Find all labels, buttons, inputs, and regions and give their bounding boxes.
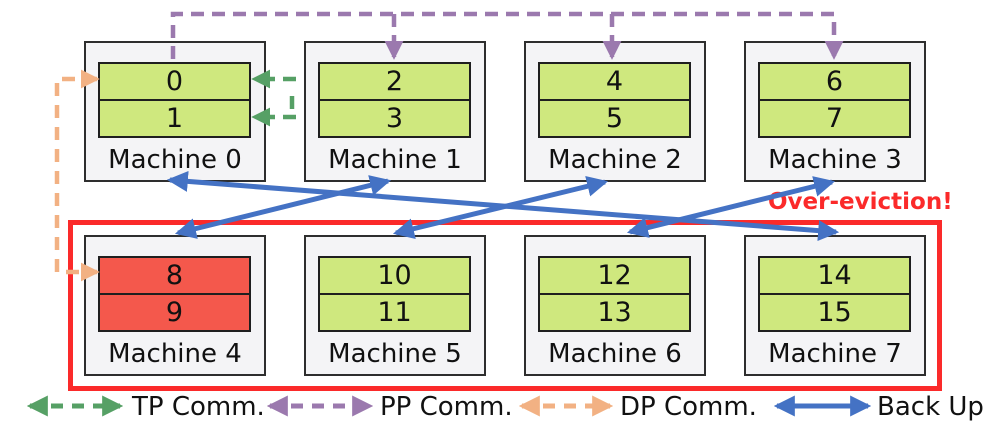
device-2: 2 — [318, 62, 471, 101]
machine-4-label: Machine 4 — [108, 339, 242, 369]
machine-3-label: Machine 3 — [768, 145, 902, 175]
legend-dp-label: DP Comm. — [620, 392, 757, 422]
device-4: 4 — [538, 62, 691, 101]
device-12: 12 — [538, 256, 691, 295]
device-13: 13 — [538, 293, 691, 332]
machine-1-devices: 2 3 — [318, 62, 471, 138]
machine-2: 4 5 Machine 2 — [524, 41, 706, 182]
device-1: 1 — [98, 99, 251, 138]
pp-comm-main-path — [170, 11, 844, 60]
device-7: 7 — [758, 99, 911, 138]
machine-2-label: Machine 2 — [548, 145, 682, 175]
machine-1-label: Machine 1 — [328, 145, 462, 175]
machine-7-label: Machine 7 — [768, 339, 902, 369]
pp-comm-arrows — [170, 11, 844, 60]
machine-7-devices: 14 15 — [758, 256, 911, 332]
machine-4-devices: 8 9 — [98, 256, 251, 332]
machine-0-devices: 0 1 — [98, 62, 251, 138]
machine-4: 8 9 Machine 4 — [84, 235, 266, 376]
machine-6-label: Machine 6 — [548, 339, 682, 369]
machine-6: 12 13 Machine 6 — [524, 235, 706, 376]
machine-1: 2 3 Machine 1 — [304, 41, 486, 182]
machine-5: 10 11 Machine 5 — [304, 235, 486, 376]
legend-backup-label: Back Up — [877, 392, 984, 422]
machine-0: 0 1 Machine 0 — [84, 41, 266, 182]
machine-7: 14 15 Machine 7 — [744, 235, 926, 376]
machine-2-devices: 4 5 — [538, 62, 691, 138]
machine-5-devices: 10 11 — [318, 256, 471, 332]
device-15: 15 — [758, 293, 911, 332]
legend-pp-label: PP Comm. — [380, 392, 513, 422]
over-eviction-label: Over-eviction! — [768, 189, 953, 215]
device-5: 5 — [538, 99, 691, 138]
device-9: 9 — [98, 293, 251, 332]
machine-3: 6 7 Machine 3 — [744, 41, 926, 182]
machine-6-devices: 12 13 — [538, 256, 691, 332]
device-0: 0 — [98, 62, 251, 101]
device-11: 11 — [318, 293, 471, 332]
device-14: 14 — [758, 256, 911, 295]
machine-3-devices: 6 7 — [758, 62, 911, 138]
device-6: 6 — [758, 62, 911, 101]
device-10: 10 — [318, 256, 471, 295]
device-8: 8 — [98, 256, 251, 295]
device-3: 3 — [318, 99, 471, 138]
machine-5-label: Machine 5 — [328, 339, 462, 369]
machine-0-label: Machine 0 — [108, 145, 242, 175]
legend-tp-label: TP Comm. — [132, 392, 265, 422]
